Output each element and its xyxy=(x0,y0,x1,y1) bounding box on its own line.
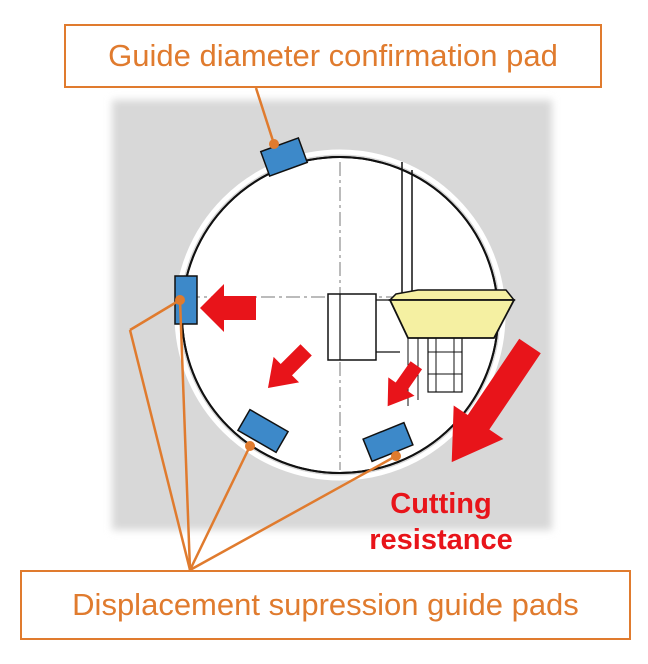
clamp-block xyxy=(327,293,377,361)
guide-diameter-confirmation-label: Guide diameter confirmation pad xyxy=(64,24,602,88)
cutting-resistance-label: Cutting resistance xyxy=(356,486,526,558)
leader-lines xyxy=(128,87,397,572)
cutting-label-line2: resistance xyxy=(369,524,513,556)
leader-dots xyxy=(175,139,401,461)
left-force-arrow xyxy=(200,284,256,332)
clamp-screw xyxy=(427,335,463,393)
bottom-left-suppression-pad xyxy=(236,408,290,454)
bottom-right-force-arrow xyxy=(387,361,423,407)
cutting-insert xyxy=(388,299,516,339)
displacement-suppression-label: Displacement supression guide pads xyxy=(20,570,631,640)
cutting-insert-top xyxy=(388,289,516,301)
cutting-resistance-arrow xyxy=(451,338,541,463)
bottom-left-force-arrow xyxy=(267,344,312,389)
cutting-label-line1: Cutting xyxy=(390,488,492,520)
